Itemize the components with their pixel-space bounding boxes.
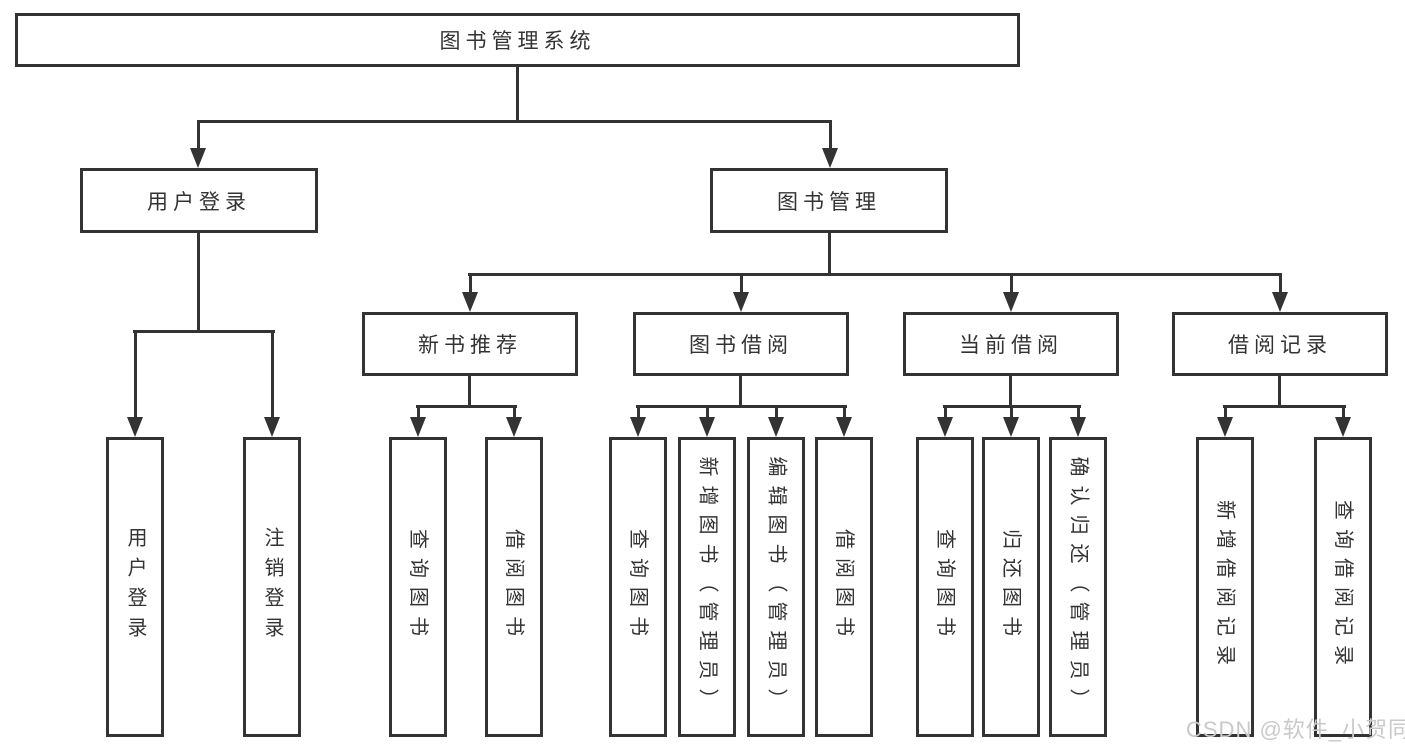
node-label: 查询图书 <box>934 529 956 645</box>
connector-line <box>197 120 832 123</box>
connector-line <box>1278 376 1281 406</box>
connector-line <box>416 405 517 408</box>
node-book-management: 图书管理 <box>710 168 948 233</box>
node-root-system: 图书管理系统 <box>15 13 1020 67</box>
node-user-login: 用户登录 <box>80 168 318 233</box>
node-label: 确认归还（管理员） <box>1067 456 1089 718</box>
leaf-query-borrow-record: 查询借阅记录 <box>1314 437 1372 737</box>
connector-line <box>828 233 831 276</box>
node-label: 图书管理 <box>777 190 881 214</box>
leaf-query-books: 查询图书 <box>389 437 447 737</box>
node-label: 归还图书 <box>1000 529 1022 645</box>
connector-line <box>739 376 742 406</box>
leaf-confirm-return-admin: 确认归还（管理员） <box>1049 437 1107 737</box>
node-new-book-recommend: 新书推荐 <box>362 312 578 376</box>
leaf-borrow-books: 借阅图书 <box>815 437 873 737</box>
arrow-down-icon <box>768 405 784 437</box>
node-label: 注销登录 <box>261 527 283 647</box>
arrow-down-icon <box>630 405 646 437</box>
node-label: 图书借阅 <box>689 334 793 357</box>
node-book-borrow: 图书借阅 <box>633 312 849 376</box>
node-current-borrow: 当前借阅 <box>903 312 1119 376</box>
connector-line <box>468 376 471 406</box>
watermark: CSDN @软件_小贺同学 <box>1186 717 1405 742</box>
arrow-down-icon <box>1003 405 1019 437</box>
leaf-return-books: 归还图书 <box>982 437 1040 737</box>
node-label: 查询借阅记录 <box>1332 500 1354 674</box>
leaf-query-books: 查询图书 <box>916 437 974 737</box>
leaf-add-borrow-record: 新增借阅记录 <box>1196 437 1254 737</box>
connector-line <box>133 330 275 333</box>
node-label: 查询图书 <box>407 529 429 645</box>
arrow-down-icon <box>1272 273 1288 312</box>
node-borrow-records: 借阅记录 <box>1172 312 1388 376</box>
leaf-borrow-books: 借阅图书 <box>485 437 543 737</box>
connector-line <box>1223 405 1346 408</box>
arrow-down-icon <box>1217 405 1233 437</box>
arrow-down-icon <box>462 273 478 312</box>
connector-line <box>636 405 847 408</box>
leaf-user-login: 用户登录 <box>106 437 164 737</box>
connector-line <box>468 273 1282 276</box>
arrow-down-icon <box>836 405 852 437</box>
arrow-down-icon <box>410 405 426 437</box>
arrow-down-icon <box>1070 405 1086 437</box>
arrow-down-icon <box>190 120 206 168</box>
arrow-down-icon <box>699 405 715 437</box>
leaf-edit-books-admin: 编辑图书（管理员） <box>747 437 805 737</box>
arrow-down-icon <box>264 330 280 437</box>
connector-line <box>197 233 200 333</box>
leaf-logout: 注销登录 <box>243 437 301 737</box>
connector-line <box>516 67 519 120</box>
leaf-add-books-admin: 新增图书（管理员） <box>678 437 736 737</box>
leaf-query-books: 查询图书 <box>609 437 667 737</box>
node-label: 新增借阅记录 <box>1214 500 1236 674</box>
arrow-down-icon <box>127 330 143 437</box>
arrow-down-icon <box>822 120 838 168</box>
node-label: 新增图书（管理员） <box>696 456 718 718</box>
node-label: 查询图书 <box>627 529 649 645</box>
node-label: 新书推荐 <box>418 334 522 357</box>
node-label: 借阅记录 <box>1228 334 1332 357</box>
node-label: 图书管理系统 <box>439 30 596 53</box>
node-label: 借阅图书 <box>503 529 525 645</box>
node-label: 用户登录 <box>124 527 146 647</box>
node-label: 当前借阅 <box>959 334 1063 357</box>
node-label: 编辑图书（管理员） <box>765 456 787 718</box>
arrow-down-icon <box>506 405 522 437</box>
arrow-down-icon <box>937 405 953 437</box>
node-label: 借阅图书 <box>833 529 855 645</box>
node-label: 用户登录 <box>147 190 251 214</box>
arrow-down-icon <box>1335 405 1351 437</box>
connector-line <box>1009 376 1012 406</box>
arrow-down-icon <box>1003 273 1019 312</box>
arrow-down-icon <box>733 273 749 312</box>
